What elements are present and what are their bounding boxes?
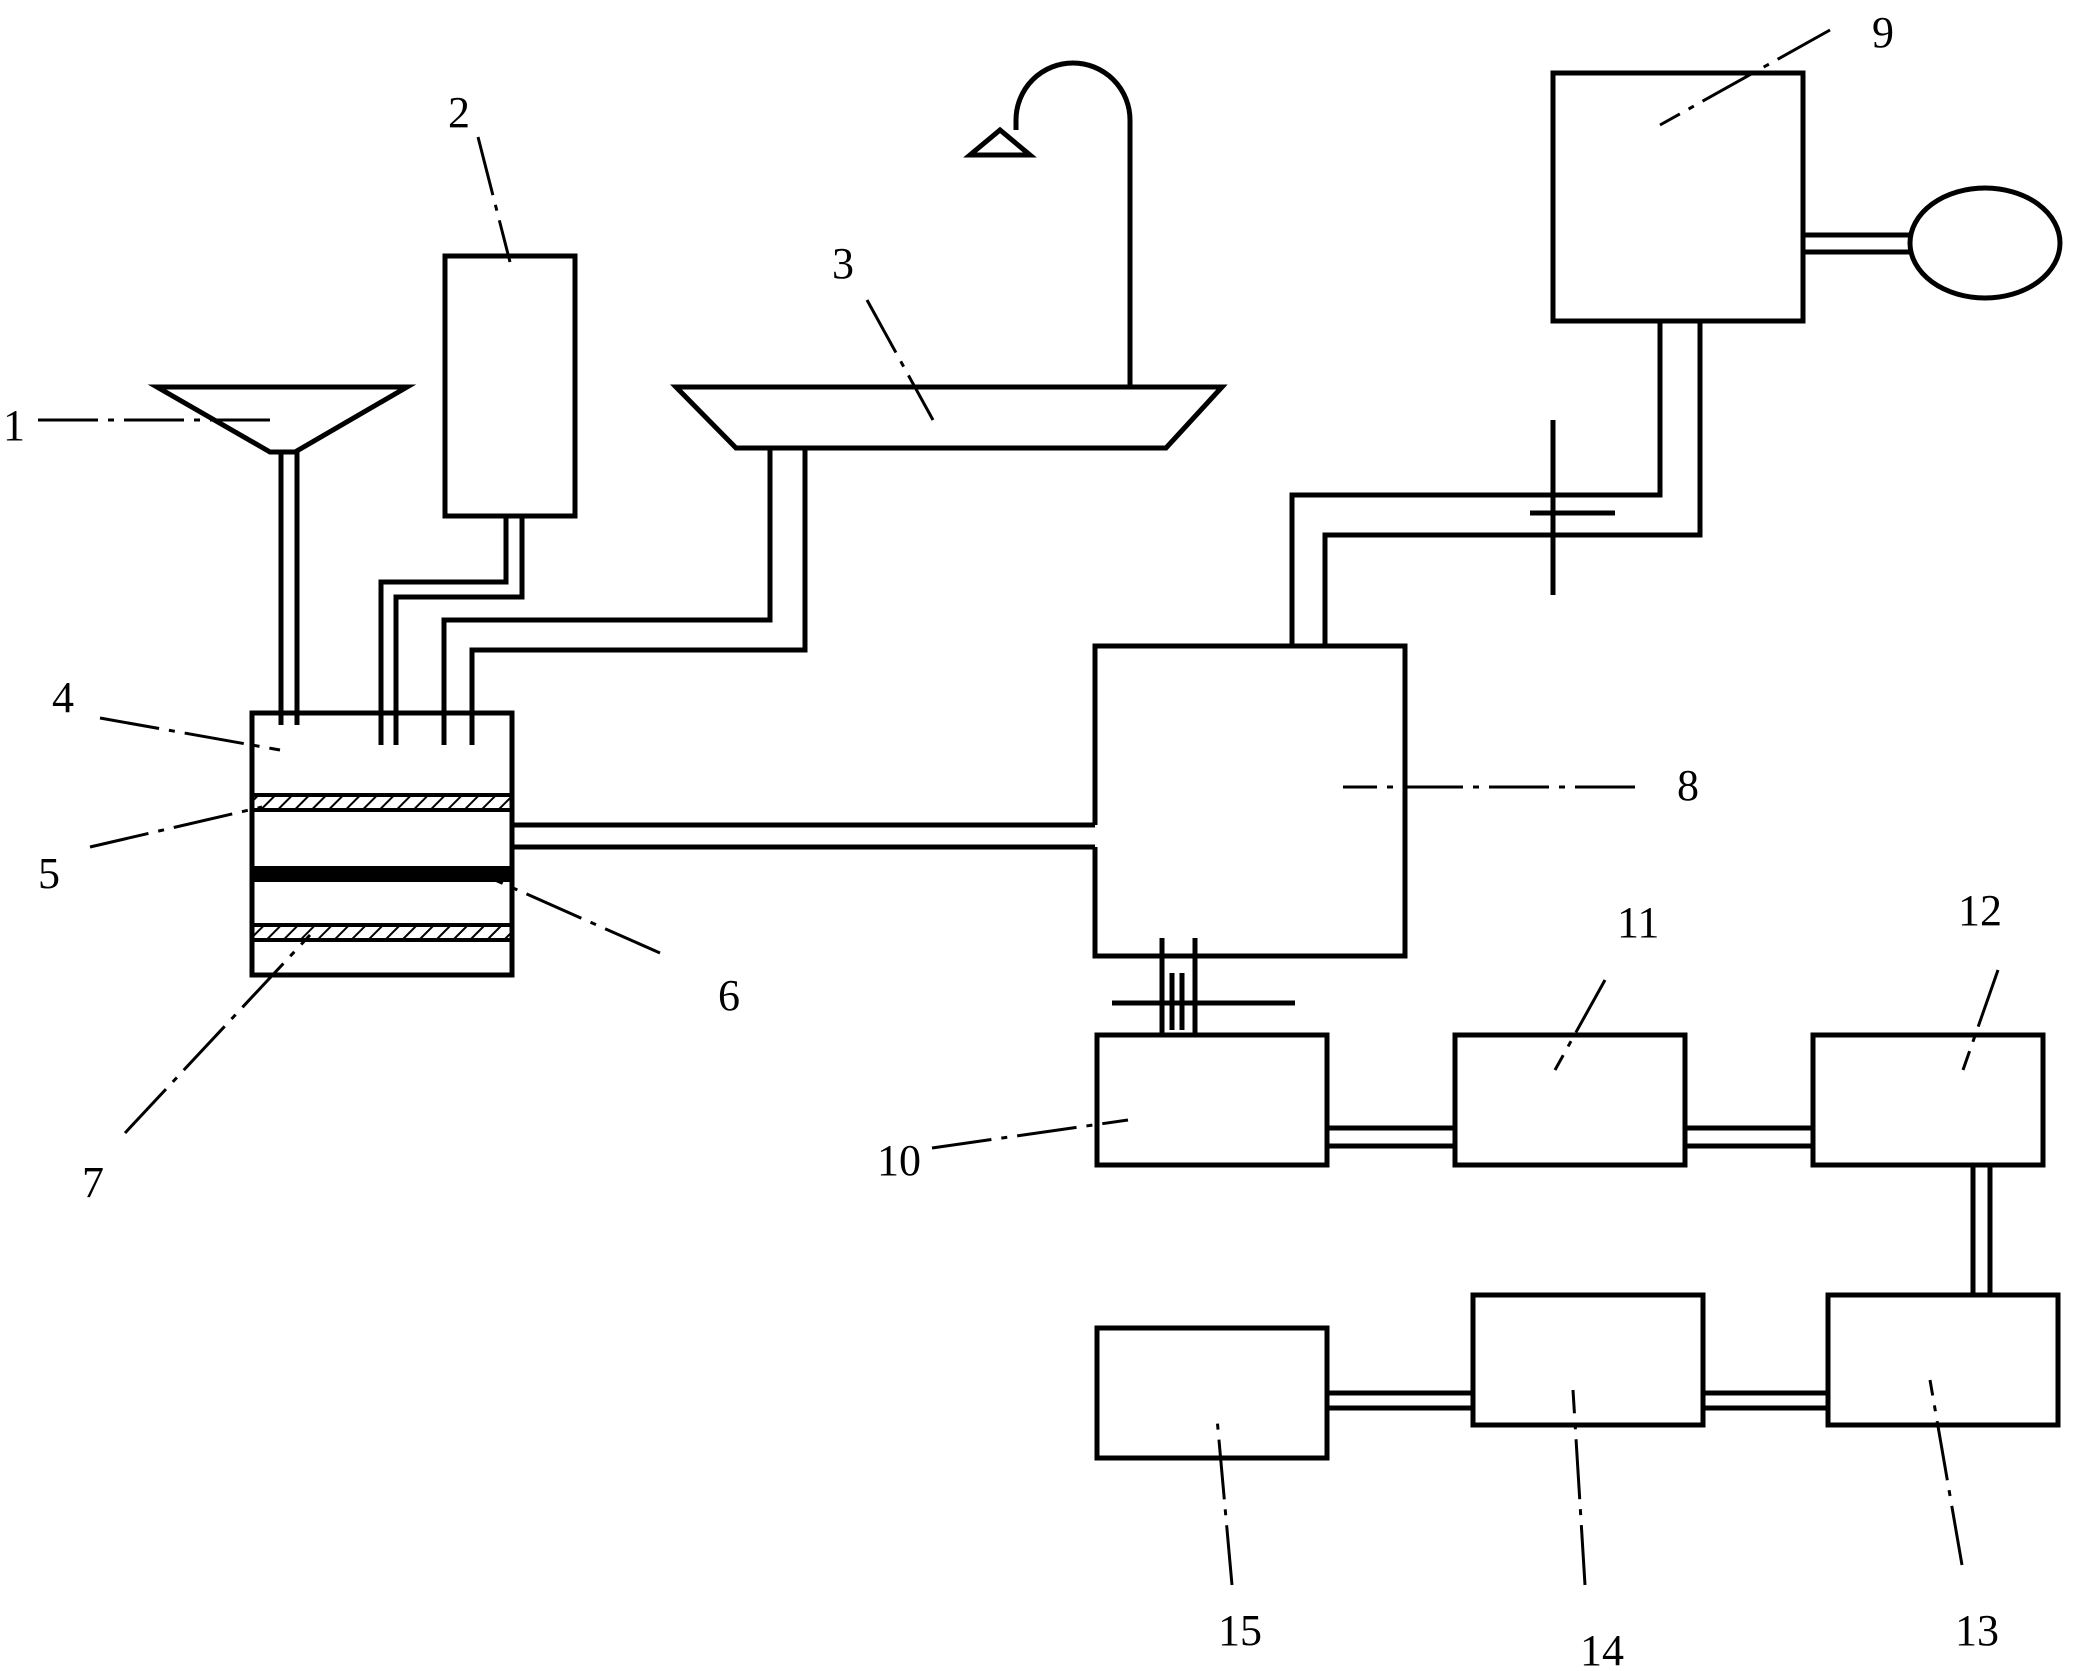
unit-12 (1810, 1032, 2046, 1168)
membrane-layer-6 (250, 866, 514, 882)
tube-8-to-9 (1289, 321, 1703, 646)
filter-layer-7 (250, 923, 514, 942)
connector-8-to-10 (1112, 938, 1295, 1035)
label-7: 7 (82, 1158, 104, 1207)
leader-lines (38, 28, 2000, 1586)
label-12: 12 (1958, 886, 2002, 935)
reaction-vessel-4 (249, 710, 515, 978)
unit-11 (1452, 1032, 1688, 1168)
funnel-1 (147, 384, 417, 725)
reagent-tank-2 (378, 253, 578, 745)
label-10: 10 (877, 1136, 921, 1185)
unit-15 (1094, 1325, 1330, 1461)
suction-bulb (1907, 185, 2063, 301)
label-3: 3 (832, 239, 854, 288)
label-6: 6 (718, 971, 740, 1020)
connectors (1327, 1125, 1993, 1411)
label-4: 4 (52, 673, 74, 722)
label-5: 5 (38, 849, 60, 898)
label-8: 8 (1677, 761, 1699, 810)
label-14: 14 (1580, 1626, 1624, 1671)
label-13: 13 (1955, 1606, 1999, 1655)
unit-13 (1825, 1292, 2061, 1428)
filter-layer-5 (250, 793, 514, 812)
chamber-8 (1092, 643, 1408, 959)
label-1: 1 (3, 401, 25, 450)
unit-10 (1094, 1032, 1330, 1168)
pipe-4-to-8 (512, 822, 1095, 850)
unit-14 (1470, 1292, 1706, 1428)
label-15: 15 (1218, 1606, 1262, 1655)
label-9: 9 (1872, 8, 1894, 57)
water-tray-3 (441, 60, 1228, 745)
labels: 1 2 3 4 5 6 7 8 9 10 11 12 13 14 15 (3, 8, 2002, 1671)
label-11: 11 (1617, 898, 1659, 947)
pump-unit-9 (1550, 70, 2063, 324)
label-2: 2 (448, 88, 470, 137)
